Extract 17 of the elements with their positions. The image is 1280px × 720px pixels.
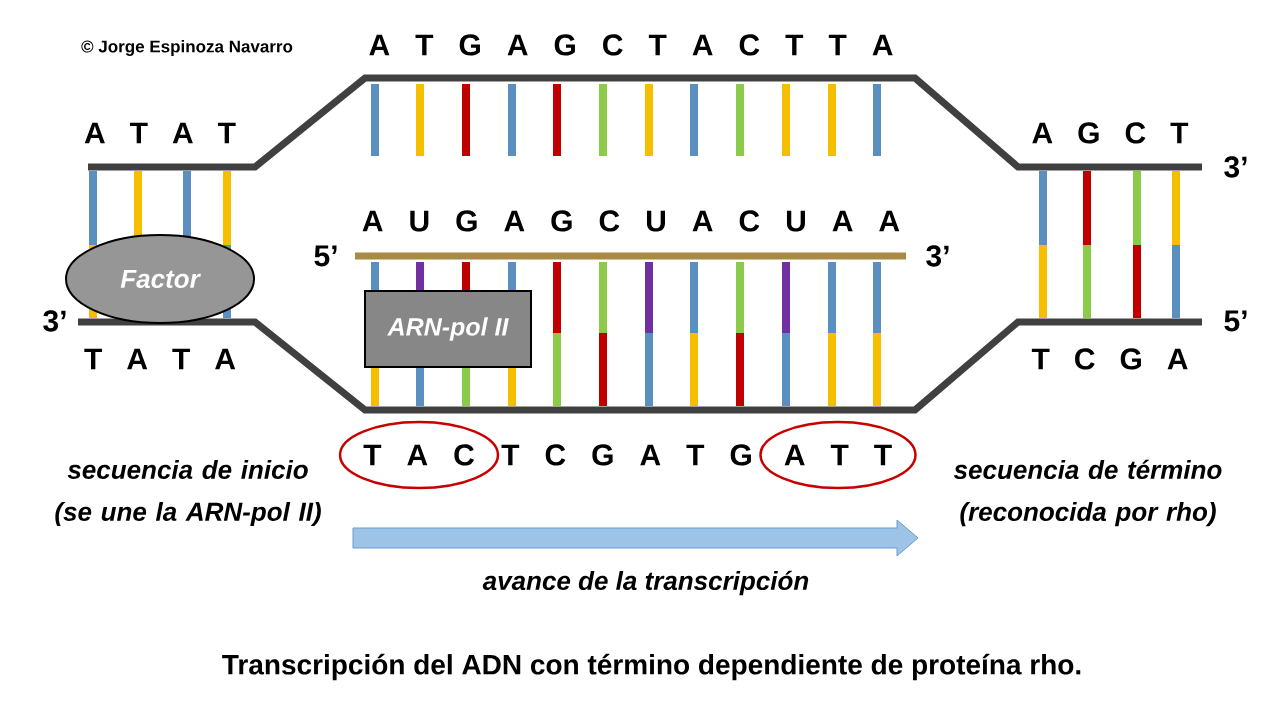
copyright-text: © Jorge Espinoza Navarro [81, 40, 293, 56]
rna-sequence: A U G A G C U A C U A A [362, 210, 900, 232]
dna-sequence: A T G A G C T A C T T A [369, 34, 893, 56]
dna-sequence: T C G A T G [501, 444, 751, 466]
description-text: secuencia de inicio (se une la ARN-pol II) [55, 459, 321, 527]
description-text: secuencia de término (reconocida por rho) [953, 459, 1222, 527]
arrow-caption: avance de la transcripción [482, 570, 809, 596]
strand-end-label: 3’ [926, 245, 949, 267]
caption: Transcripción del ADN con término dependiente de proteína rho. [222, 653, 1081, 681]
dna-sequence: A G C T [1032, 122, 1189, 144]
enzyme-box: ARN-pol II [364, 290, 532, 368]
strand-end-label: 5’ [314, 245, 337, 267]
dna-sequence: A T A T [84, 122, 236, 144]
dna-sequence: T C G A [1031, 348, 1188, 370]
strand-end-label: 3’ [43, 310, 66, 332]
strand-end-label: 3’ [1224, 156, 1247, 178]
strand-end-label: 5’ [1224, 310, 1247, 332]
